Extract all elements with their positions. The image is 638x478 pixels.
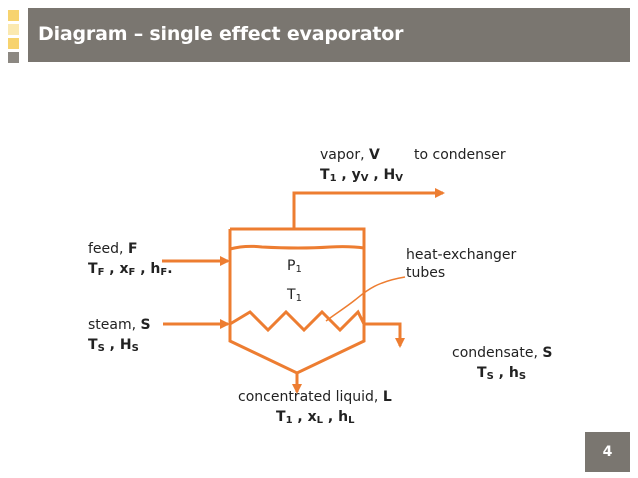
tubes-pointer-line xyxy=(325,276,406,322)
tubes-label-line1: heat-exchanger xyxy=(406,247,517,263)
liquid-label: concentrated liquid, L xyxy=(238,389,392,405)
title-bar: Diagram – single effect evaporator xyxy=(28,8,630,62)
slide-title: Diagram – single effect evaporator xyxy=(38,23,404,45)
page-number: 4 xyxy=(585,432,630,472)
tubes-label-line2: tubes xyxy=(406,265,446,281)
condensate-properties: TS , hS xyxy=(477,365,527,382)
vapor-label: vapor, V xyxy=(320,147,380,163)
heat-exchanger-tube xyxy=(229,309,405,348)
deco-square-mid xyxy=(8,24,19,35)
feed-properties: TF , xF , hF. xyxy=(88,261,173,278)
to-condenser-label: to condenser xyxy=(414,147,506,163)
steam-properties: TS , HS xyxy=(88,337,139,354)
deco-square-top xyxy=(8,10,19,21)
pressure-label: P1 xyxy=(287,258,302,275)
liquid-surface-line xyxy=(229,244,365,251)
vapor-outlet-pipe xyxy=(292,188,445,229)
deco-square-lower xyxy=(8,38,19,49)
deco-square-bottom xyxy=(8,52,19,63)
vapor-properties: T1 , yV , HV xyxy=(320,167,404,184)
temperature-label: T1 xyxy=(287,287,302,304)
condensate-label: condensate, S xyxy=(452,345,553,361)
steam-label: steam, S xyxy=(88,317,151,333)
feed-label: feed, F xyxy=(88,241,138,257)
liquid-properties: T1 , xL , hL xyxy=(276,409,355,426)
